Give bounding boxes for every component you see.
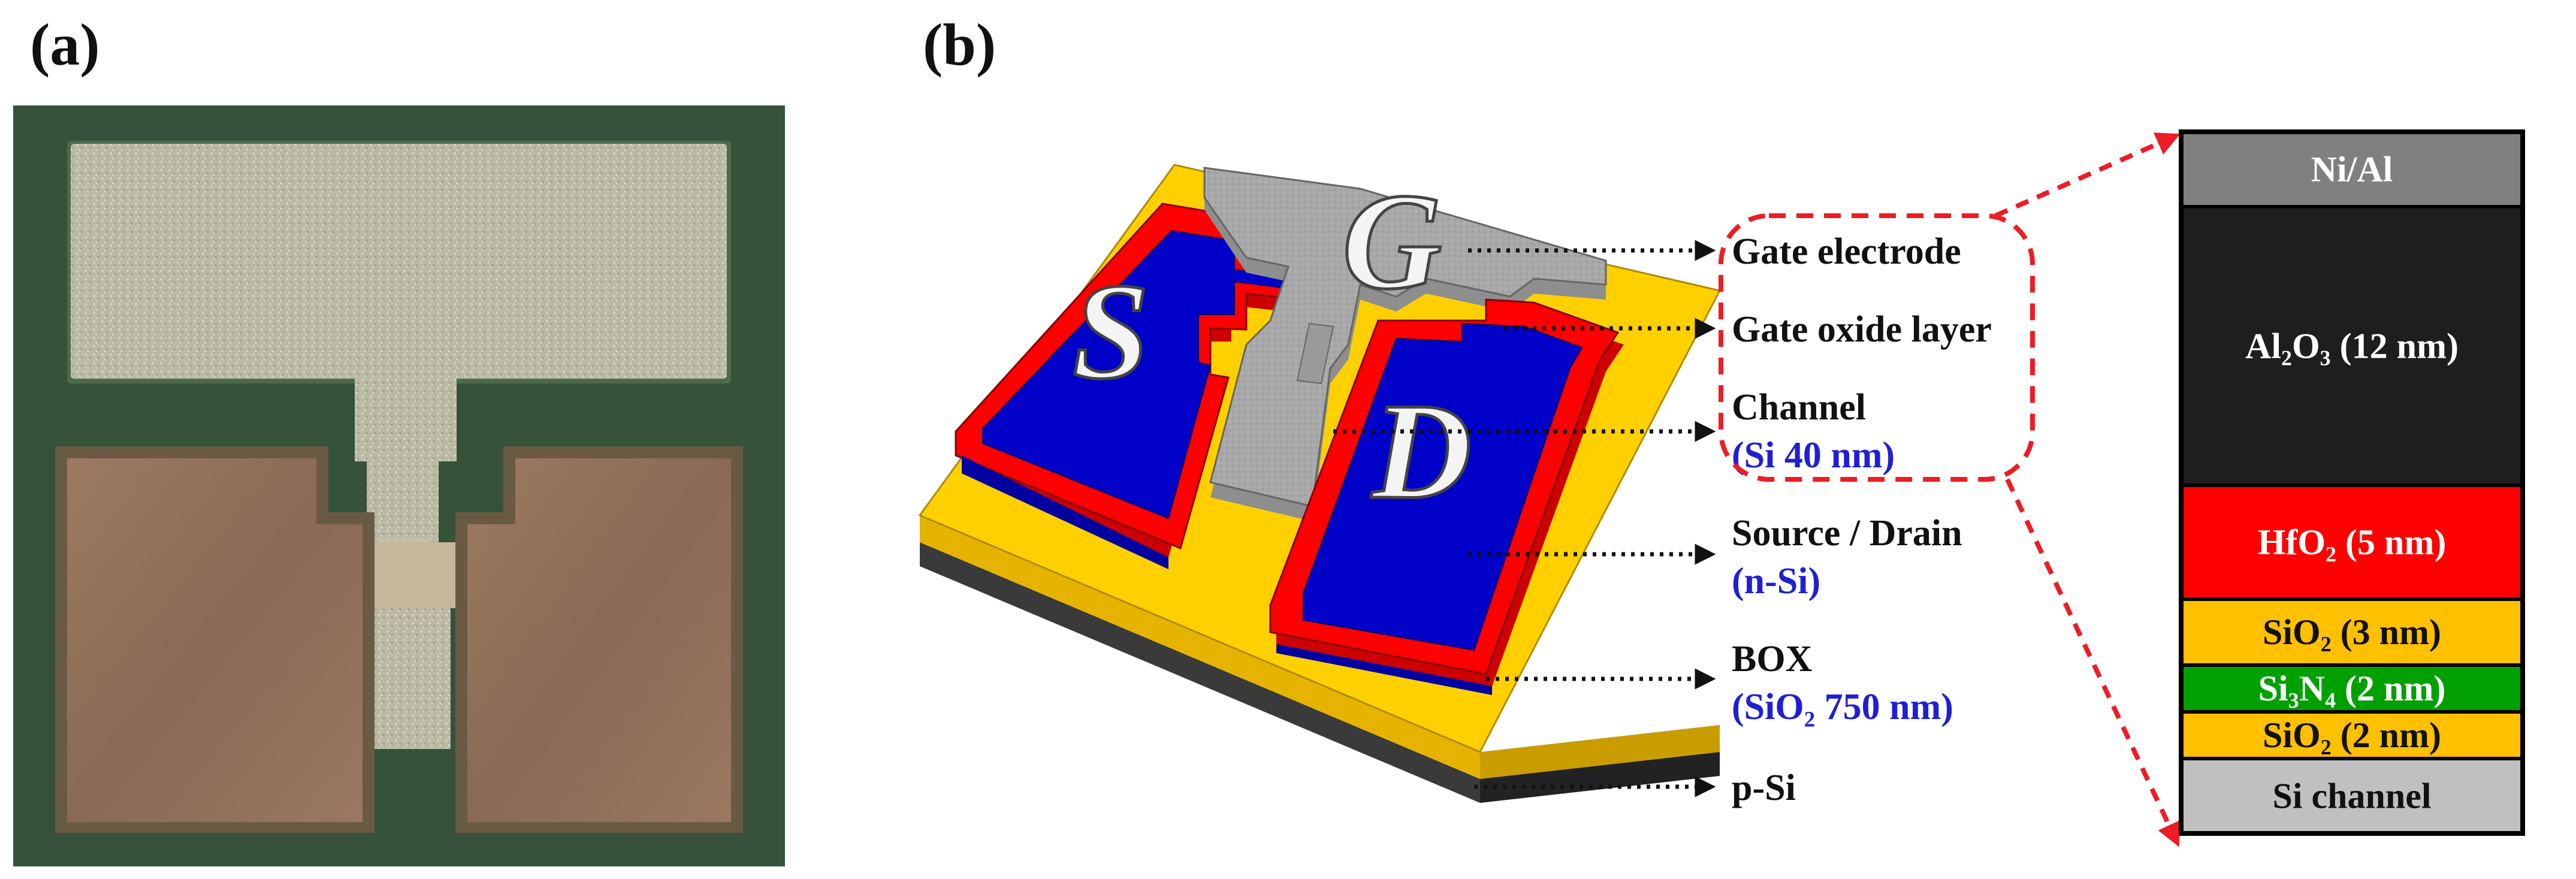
drain-blue-side xyxy=(1276,644,1492,695)
source-letter: S xyxy=(1073,255,1149,407)
callout-source-drain: Source / Drain xyxy=(1732,513,1962,554)
substrate-side-right xyxy=(1480,752,1720,803)
callout-psi: p-Si xyxy=(1732,768,1796,808)
callout-channel: Channel xyxy=(1732,387,1866,428)
callout-gate-oxide: Gate oxide layer xyxy=(1732,309,1992,350)
stack-layer-label: SiO₂ (3 nm) xyxy=(2263,612,2441,652)
panel-a-label: (a) xyxy=(30,11,100,78)
stack-layer-label: SiO₂ (2 nm) xyxy=(2263,715,2441,755)
drain-region xyxy=(1303,322,1583,651)
gate-electrode xyxy=(1203,167,1607,508)
leader-lines xyxy=(1333,240,1716,798)
callout-labels: Gate electrode Gate oxide layer Channel … xyxy=(1732,231,1992,808)
stack-layer-label: Al₂O₃ (12 nm) xyxy=(2245,327,2459,366)
gate-stack-highlight xyxy=(1719,132,2181,847)
callout-gate-electrode: Gate electrode xyxy=(1732,231,1961,272)
drain-letter: D xyxy=(1371,374,1472,527)
callout-channel-sub: (Si 40 nm) xyxy=(1732,435,1895,476)
callout-source-drain-sub: (n-Si) xyxy=(1732,561,1820,602)
stack-layer xyxy=(2179,484,2524,601)
device-schematic: G S D xyxy=(918,164,1722,803)
callout-box: BOX xyxy=(1732,639,1813,679)
callout-box-sub: (SiO₂ 750 nm) xyxy=(1732,687,1953,727)
source-blue-side xyxy=(962,455,1168,569)
stack-layer-label: Si₃N₄ (2 nm) xyxy=(2258,669,2446,708)
substrate-side-front xyxy=(920,542,1480,803)
stack-layer-label: HfO₂ (5 nm) xyxy=(2258,522,2447,562)
channel-strip xyxy=(1296,322,1334,385)
device-micrograph xyxy=(13,105,785,866)
stack-layer-label: Ni/Al xyxy=(2311,150,2393,189)
panel-b-label: (b) xyxy=(923,11,996,78)
gate-letter: G xyxy=(1342,165,1442,318)
box-side-right xyxy=(1480,725,1720,779)
stack-layer xyxy=(2179,205,2524,487)
stack-layer-label: Si channel xyxy=(2272,777,2431,816)
box-side-front xyxy=(920,515,1480,779)
stack-outline xyxy=(2179,129,2525,836)
